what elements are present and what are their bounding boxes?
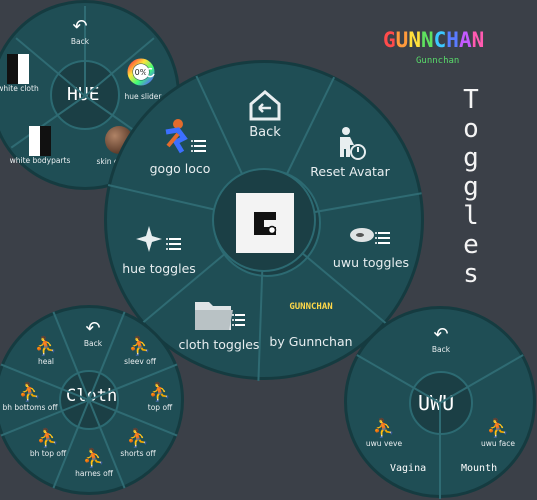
person-icon: ⛹	[34, 336, 58, 357]
person-icon: ⛹	[486, 418, 510, 439]
hue-item-hue-slider[interactable]: 0% hue slider	[118, 58, 168, 101]
hue-item-back[interactable]: ↶ Back	[62, 16, 98, 46]
back-arrow-icon: ↶	[72, 16, 88, 37]
person-icon: ⛹	[148, 382, 172, 403]
cloth-item-shorts-off[interactable]: ⛹ shorts off	[118, 428, 158, 458]
brand-title: GUNNCHAN	[383, 28, 485, 52]
back-arrow-icon: ↶	[433, 324, 449, 345]
uwu-item-uwu-face[interactable]: ⛹ uwu face	[478, 418, 518, 448]
main-item-gogo-loco[interactable]: gogo loco	[140, 118, 220, 176]
uwu-menu-hub[interactable]	[409, 371, 473, 435]
uwu-footer-right: Mounth	[461, 463, 498, 474]
back-arrow-icon: ↶	[85, 318, 101, 339]
person-icon: ⛹	[128, 336, 152, 357]
gunnchan-logo-tile	[236, 193, 294, 253]
hue-item-white-cloth[interactable]: white cloth	[0, 54, 40, 93]
cloth-item-bh-top-off[interactable]: ⛹ bh top off	[26, 428, 70, 458]
hue-slider-value: 0%	[135, 68, 148, 77]
main-item-back[interactable]: Back	[240, 88, 290, 140]
color-wheel-icon: 0%	[127, 58, 155, 86]
white-bodyparts-icon	[29, 126, 51, 156]
cloth-item-back[interactable]: ↶ Back	[78, 318, 108, 348]
uwu-item-uwu-veve[interactable]: ⛹ uwu veve	[365, 418, 403, 448]
white-cloth-icon	[7, 54, 29, 84]
person-icon: ⛹	[126, 428, 150, 449]
cloth-item-top-off[interactable]: ⛹ top off	[142, 382, 178, 412]
folder-icon	[195, 302, 245, 330]
main-item-hue-toggles[interactable]: hue toggles	[118, 222, 200, 276]
main-item-uwu-toggles[interactable]: uwu toggles	[330, 222, 412, 270]
cloth-item-heal[interactable]: ⛹ heal	[28, 336, 64, 366]
cloth-item-bh-bottoms-off[interactable]: ⛹ bh bottoms off	[0, 382, 60, 412]
home-back-icon	[249, 90, 281, 121]
person-icon: ⛹	[372, 418, 396, 439]
cloth-item-sleev-off[interactable]: ⛹ sleev off	[122, 336, 158, 366]
person-icon: ⛹	[82, 448, 106, 469]
hue-item-white-bodyparts[interactable]: white bodyparts	[8, 126, 72, 165]
main-item-cloth-toggles[interactable]: cloth toggles	[174, 294, 264, 352]
gunnchan-mini-logo-icon: GUNNCHAN	[289, 302, 333, 312]
brand-subtitle: Gunnchan	[416, 56, 460, 66]
runner-icon	[165, 119, 206, 154]
person-icon: ⛹	[18, 382, 42, 403]
reset-avatar-icon	[340, 127, 366, 160]
uwu-footer-left: Vagina	[390, 463, 427, 474]
uwu-item-back[interactable]: ↶ Back	[426, 324, 456, 354]
uwu-icon	[350, 228, 390, 244]
person-icon: ⛹	[36, 428, 60, 449]
sparkle-icon	[136, 226, 181, 252]
main-item-reset-avatar[interactable]: Reset Avatar	[305, 125, 395, 179]
gunnchan-logo-glyph-icon	[254, 212, 277, 235]
main-item-by-gunnchan[interactable]: GUNNCHAN by Gunnchan	[266, 302, 356, 349]
cloth-item-harnes-off[interactable]: ⛹ harnes off	[72, 448, 116, 478]
